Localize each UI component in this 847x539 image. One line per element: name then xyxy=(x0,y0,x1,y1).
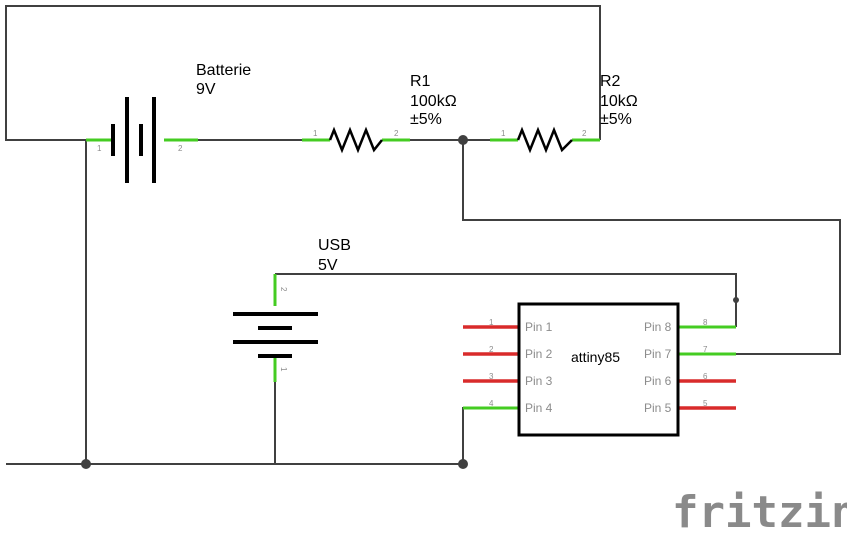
resistor-r2[interactable]: 1 2 R2 10kΩ ±5% xyxy=(490,73,638,154)
r2-name: R2 xyxy=(600,73,621,90)
battery-pin-2-number: 2 xyxy=(178,144,183,153)
r2-zigzag xyxy=(516,126,573,154)
usb-pin-bottom-number: 1 xyxy=(279,367,288,372)
junction-dot xyxy=(458,135,468,145)
chip-pin-6-label: Pin 6 xyxy=(644,374,672,388)
chip-pin-8-number: 8 xyxy=(703,318,708,327)
battery-9v[interactable]: 1 2 Batterie 9V xyxy=(86,62,251,183)
r1-value: 100kΩ xyxy=(410,93,457,110)
usb-name: USB xyxy=(318,237,351,254)
resistor-r1[interactable]: 1 2 R1 100kΩ ±5% xyxy=(302,73,457,154)
chip-pin-1-number: 1 xyxy=(489,318,494,327)
battery-pin-1-number: 1 xyxy=(97,144,102,153)
chip-pin-4-number: 4 xyxy=(489,399,494,408)
chip-pin-5-number: 5 xyxy=(703,399,708,408)
r1-name: R1 xyxy=(410,73,431,90)
chip-pin-4-label: Pin 4 xyxy=(525,401,553,415)
r1-pin-2-number: 2 xyxy=(394,129,399,138)
r2-tolerance: ±5% xyxy=(600,111,632,128)
r1-tolerance: ±5% xyxy=(410,111,442,128)
usb-value: 5V xyxy=(318,257,338,274)
chip-pin-2-label: Pin 2 xyxy=(525,347,553,361)
chip-pin-7-number: 7 xyxy=(703,345,708,354)
fritzing-logo: fritzing xyxy=(672,487,847,538)
chip-pin-5-label: Pin 5 xyxy=(644,401,672,415)
chip-pin-2-number: 2 xyxy=(489,345,494,354)
wires xyxy=(5,5,841,469)
chip-pin-6-number: 6 xyxy=(703,372,708,381)
usb-power-source[interactable]: 2 1 USB 5V xyxy=(233,237,351,382)
chip-body xyxy=(517,302,680,437)
junction-dot xyxy=(81,459,91,469)
chip-pin-8-label: Pin 8 xyxy=(644,320,672,334)
wire-divider-to-pin7[interactable] xyxy=(462,140,841,355)
chip-pin-1-label: Pin 1 xyxy=(525,320,553,334)
attiny85-chip[interactable]: attiny85 1 2 3 4 Pin 1 Pin 2 Pin 3 Pin 4… xyxy=(463,302,736,437)
chip-name: attiny85 xyxy=(571,349,620,365)
r1-pin-1-number: 1 xyxy=(313,129,318,138)
r2-pin-2-number: 2 xyxy=(582,129,587,138)
wire-pin4-ground[interactable] xyxy=(462,407,490,464)
wire-top-loop[interactable] xyxy=(5,5,601,141)
wire-usb-to-pin8[interactable] xyxy=(275,273,737,327)
battery-value: 9V xyxy=(196,81,216,98)
junction-dot xyxy=(733,297,739,303)
chip-pin-7-label: Pin 7 xyxy=(644,347,672,361)
chip-pin-3-number: 3 xyxy=(489,372,494,381)
battery-name: Batterie xyxy=(196,62,251,79)
r2-pin-1-number: 1 xyxy=(501,129,506,138)
junction-dot xyxy=(458,459,468,469)
r2-value: 10kΩ xyxy=(600,93,638,110)
usb-pin-top-number: 2 xyxy=(279,287,288,292)
r1-zigzag xyxy=(328,126,383,154)
chip-pin-3-label: Pin 3 xyxy=(525,374,553,388)
